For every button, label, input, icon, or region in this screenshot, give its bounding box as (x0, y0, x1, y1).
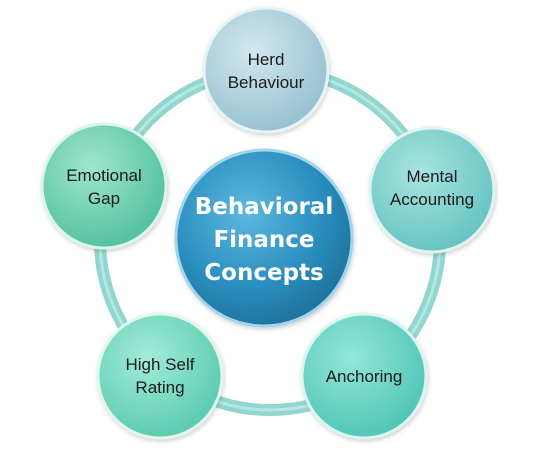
node-anchoring (300, 312, 428, 440)
node-herd-behaviour (202, 6, 330, 134)
node-high-self-rating (96, 312, 224, 440)
node-high-self-rating-label-line2: Rating (135, 378, 184, 397)
node-mental-accounting-label-line1: Mental (406, 167, 457, 186)
node-anchoring-label: Anchoring (326, 367, 403, 386)
center-label-line2: Finance (213, 227, 314, 253)
node-herd-behaviour-label-line1: Herd (248, 50, 285, 69)
node-mental-accounting (368, 126, 496, 254)
node-emotional-gap (40, 122, 168, 250)
node-herd-behaviour-label-line2: Behaviour (228, 73, 305, 92)
center-label-line3: Concepts (204, 260, 323, 286)
center-node (174, 148, 354, 328)
node-emotional-gap-label-line1: Emotional (66, 166, 142, 185)
node-emotional-gap-label-line2: Gap (88, 189, 120, 208)
node-high-self-rating-label-line1: High Self (126, 355, 195, 374)
center-label-line1: Behavioral (195, 194, 333, 220)
node-mental-accounting-label-line2: Accounting (390, 190, 474, 209)
